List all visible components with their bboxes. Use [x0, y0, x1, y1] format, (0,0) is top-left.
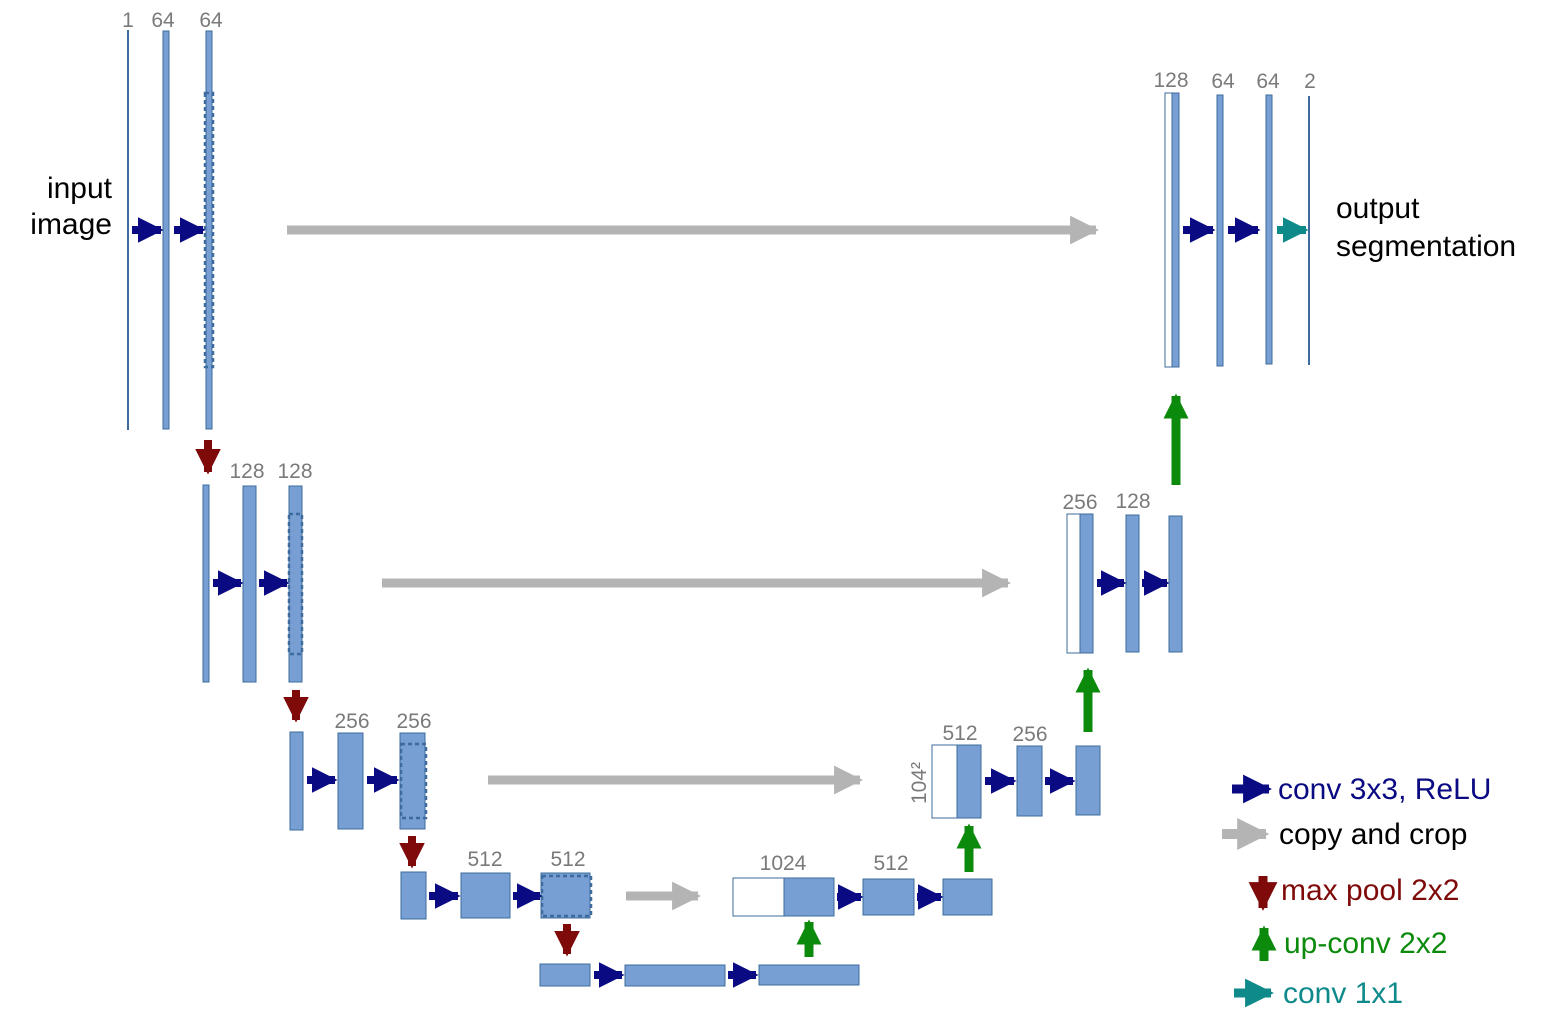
feature-map-block	[539, 963, 591, 987]
feature-map-block	[758, 964, 860, 986]
output-label-line-2: segmentation	[1336, 230, 1516, 263]
feature-map-block	[337, 732, 364, 830]
channel-label: 256	[334, 710, 369, 733]
feature-map-block	[1016, 745, 1043, 817]
channel-label: 1	[122, 9, 134, 32]
feature-map-block	[956, 744, 982, 819]
channel-label: 512	[550, 848, 585, 871]
encoder-level-1: 1 64 64	[122, 9, 223, 430]
channel-label: 512	[873, 852, 908, 875]
channel-label: 128	[277, 460, 312, 483]
feature-map-block	[162, 30, 170, 430]
copied-feature-block	[931, 744, 958, 819]
feature-map-block	[1168, 515, 1183, 653]
bottleneck	[539, 962, 860, 988]
encoder-level-2: 128 128	[202, 460, 313, 683]
channel-label: 256	[1012, 723, 1047, 746]
channel-label: 128	[229, 460, 264, 483]
copied-feature-block	[1164, 92, 1173, 368]
channel-label: 1024	[760, 852, 807, 875]
decoder-level-1: 128 64 64 2	[1153, 69, 1316, 368]
decoder-level-4: 1024 512	[732, 852, 993, 917]
channel-label: 256	[396, 710, 431, 733]
feature-map-block	[400, 871, 427, 920]
channel-label: 128	[1153, 69, 1188, 92]
channel-label: 64	[199, 9, 223, 32]
feature-map-block	[202, 484, 210, 683]
feature-map-block	[624, 964, 726, 987]
feature-map-block	[399, 732, 426, 830]
decoder-level-3: 512 256 104²	[908, 722, 1101, 819]
copied-feature-block	[1066, 513, 1081, 654]
feature-map-block	[242, 485, 257, 683]
legend-upconv-label: up-conv 2x2	[1284, 927, 1447, 960]
decoder-level-2: 256 128	[1062, 490, 1183, 654]
encoder-level-3: 256 256	[289, 710, 432, 831]
encoder-level-4: 512 512	[400, 848, 593, 920]
channel-label: 64	[1256, 70, 1280, 93]
feature-map-block	[540, 872, 591, 919]
copied-feature-block	[732, 877, 785, 917]
channel-label: 128	[1115, 490, 1150, 513]
feature-map-block	[1079, 513, 1094, 654]
feature-map-block	[460, 872, 511, 919]
feature-map-block	[1216, 94, 1224, 367]
feature-map-block	[288, 485, 303, 683]
output-label-line-1: output	[1336, 192, 1420, 225]
channel-label: 512	[942, 722, 977, 745]
feature-map-block	[289, 731, 304, 831]
resolution-label: 104²	[908, 762, 931, 804]
crop-region	[399, 742, 428, 820]
feature-map-block	[862, 878, 915, 916]
input-label-line-1: input	[47, 172, 113, 205]
feature-map-block	[942, 878, 993, 916]
feature-map-block	[1125, 514, 1140, 653]
legend-conv1x1-label: conv 1x1	[1283, 977, 1403, 1010]
channel-label: 2	[1304, 70, 1316, 93]
channel-label: 64	[1211, 70, 1235, 93]
legend-pool-label: max pool 2x2	[1281, 874, 1459, 907]
channel-label: 64	[151, 9, 175, 32]
feature-map-block	[1171, 92, 1180, 368]
input-label-line-2: image	[30, 208, 112, 241]
feature-map-block	[1265, 94, 1273, 365]
feature-map-block	[205, 30, 213, 430]
feature-map-block	[1075, 745, 1101, 816]
legend-conv-label: conv 3x3, ReLU	[1278, 773, 1491, 806]
channel-label: 512	[467, 848, 502, 871]
channel-label: 256	[1062, 491, 1097, 514]
feature-map-block	[783, 877, 835, 917]
legend-copy-label: copy and crop	[1279, 818, 1467, 851]
legend: conv 3x3, ReLU copy and crop max pool 2x…	[1222, 773, 1491, 1010]
